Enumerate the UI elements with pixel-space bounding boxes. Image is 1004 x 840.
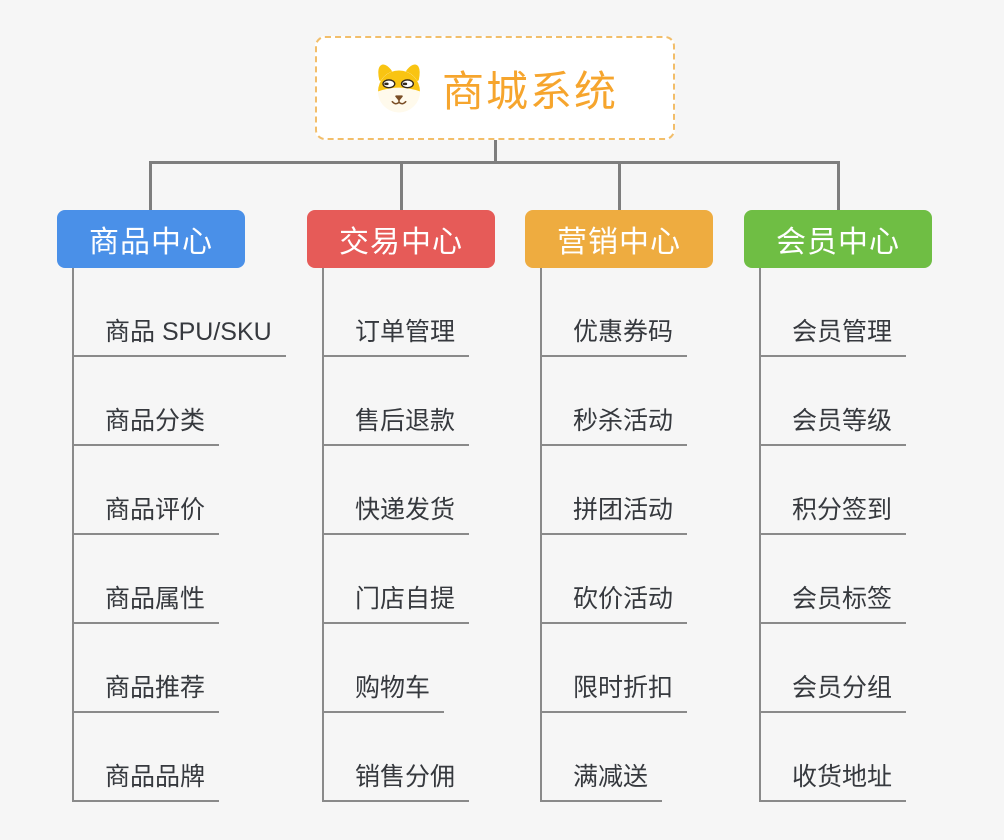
topic-item-row: 会员管理 — [759, 268, 907, 357]
topic-item-label[interactable]: 售后退款 — [322, 401, 470, 446]
branch-marketing-center: 营销中心 优惠券码 秒杀活动 拼团活动 砍价活动 限时折扣 满减送 — [525, 210, 713, 802]
topic-item-row: 优惠券码 — [540, 268, 688, 357]
root-topic[interactable]: 商城系统 — [315, 36, 675, 140]
topic-item-row: 收货地址 — [759, 713, 907, 802]
topic-item-label[interactable]: 门店自提 — [322, 579, 470, 624]
topic-item-label[interactable]: 商品 SPU/SKU — [72, 312, 286, 357]
topic-item-row: 限时折扣 — [540, 624, 688, 713]
topic-item-row: 满减送 — [540, 713, 687, 802]
topic-item-row: 砍价活动 — [540, 535, 688, 624]
topic-item-row: 商品 SPU/SKU — [72, 268, 286, 357]
dog-face-icon — [377, 64, 421, 113]
topic-item-label[interactable]: 积分签到 — [759, 490, 907, 535]
topic-item-label[interactable]: 商品推荐 — [72, 668, 220, 713]
branch-trade-center: 交易中心 订单管理 售后退款 快递发货 门店自提 购物车 销售分佣 — [307, 210, 495, 802]
connector-drop-marketing — [618, 161, 621, 210]
topic-item-row: 秒杀活动 — [540, 357, 688, 446]
topic-item-row: 订单管理 — [322, 268, 470, 357]
topic-item-label[interactable]: 会员等级 — [759, 401, 907, 446]
connector-drop-member — [837, 161, 840, 210]
topic-item-row: 销售分佣 — [322, 713, 470, 802]
branch-items: 商品 SPU/SKU 商品分类 商品评价 商品属性 商品推荐 商品品牌 — [72, 268, 286, 802]
branch-node-member-center[interactable]: 会员中心 — [744, 210, 932, 268]
branch-node-product-center[interactable]: 商品中心 — [57, 210, 245, 268]
topic-item-label[interactable]: 满减送 — [540, 757, 663, 802]
topic-item-row: 会员分组 — [759, 624, 907, 713]
topic-item-row: 积分签到 — [759, 446, 907, 535]
topic-item-row: 售后退款 — [322, 357, 470, 446]
branch-node-marketing-center[interactable]: 营销中心 — [525, 210, 713, 268]
topic-item-label[interactable]: 商品属性 — [72, 579, 220, 624]
topic-item-row: 商品属性 — [72, 535, 286, 624]
topic-item-label[interactable]: 会员管理 — [759, 312, 907, 357]
branch-member-center: 会员中心 会员管理 会员等级 积分签到 会员标签 会员分组 收货地址 — [744, 210, 932, 802]
branch-items: 会员管理 会员等级 积分签到 会员标签 会员分组 收货地址 — [759, 268, 907, 802]
connector-root-stub — [494, 139, 497, 163]
topic-item-label[interactable]: 限时折扣 — [540, 668, 688, 713]
topic-item-label[interactable]: 销售分佣 — [322, 757, 470, 802]
topic-item-label[interactable]: 会员标签 — [759, 579, 907, 624]
branch-spine — [72, 268, 74, 802]
connector-horizontal — [149, 161, 840, 164]
topic-item-row: 拼团活动 — [540, 446, 688, 535]
topic-item-row: 商品分类 — [72, 357, 286, 446]
branch-spine — [540, 268, 542, 802]
topic-item-row: 会员标签 — [759, 535, 907, 624]
topic-item-label[interactable]: 砍价活动 — [540, 579, 688, 624]
topic-item-row: 商品品牌 — [72, 713, 286, 802]
branch-product-center: 商品中心 商品 SPU/SKU 商品分类 商品评价 商品属性 商品推荐 商品品牌 — [57, 210, 286, 802]
connector-drop-product — [149, 161, 152, 210]
topic-item-label[interactable]: 商品分类 — [72, 401, 220, 446]
branch-spine — [759, 268, 761, 802]
branch-spine — [322, 268, 324, 802]
topic-item-row: 快递发货 — [322, 446, 470, 535]
branch-items: 优惠券码 秒杀活动 拼团活动 砍价活动 限时折扣 满减送 — [540, 268, 688, 802]
topic-item-row: 门店自提 — [322, 535, 470, 624]
topic-item-label[interactable]: 订单管理 — [322, 312, 470, 357]
topic-item-label[interactable]: 商品品牌 — [72, 757, 220, 802]
topic-item-label[interactable]: 拼团活动 — [540, 490, 688, 535]
topic-item-label[interactable]: 会员分组 — [759, 668, 907, 713]
topic-item-row: 商品评价 — [72, 446, 286, 535]
topic-item-label[interactable]: 秒杀活动 — [540, 401, 688, 446]
topic-item-row: 购物车 — [322, 624, 469, 713]
branch-node-trade-center[interactable]: 交易中心 — [307, 210, 495, 268]
root-title: 商城系统 — [441, 67, 618, 115]
topic-item-row: 商品推荐 — [72, 624, 286, 713]
topic-item-label[interactable]: 优惠券码 — [540, 312, 688, 357]
topic-item-label[interactable]: 商品评价 — [72, 490, 220, 535]
connector-drop-trade — [400, 161, 403, 210]
topic-item-row: 会员等级 — [759, 357, 907, 446]
topic-item-label[interactable]: 快递发货 — [322, 490, 470, 535]
topic-item-label[interactable]: 购物车 — [322, 668, 445, 713]
branch-items: 订单管理 售后退款 快递发货 门店自提 购物车 销售分佣 — [322, 268, 470, 802]
topic-item-label[interactable]: 收货地址 — [759, 757, 907, 802]
